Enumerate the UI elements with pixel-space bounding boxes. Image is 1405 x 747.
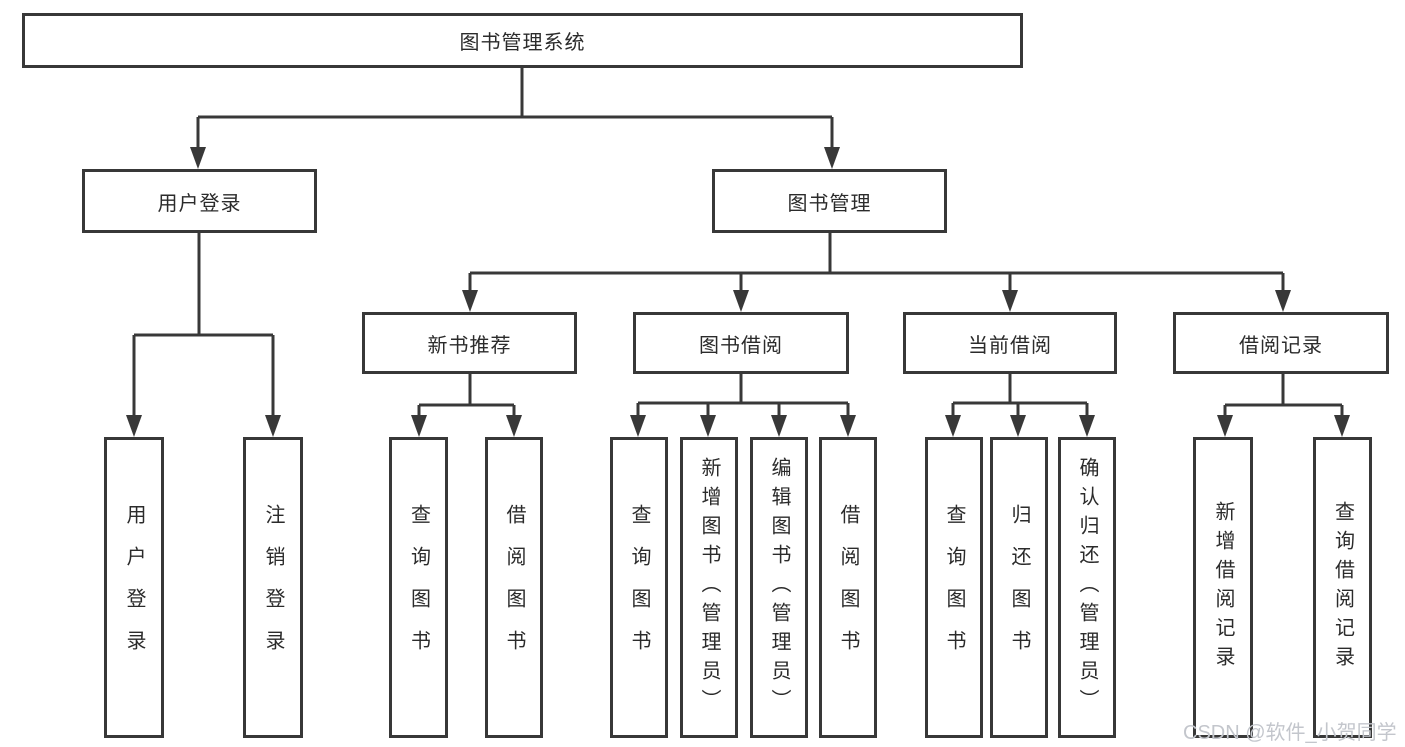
leaf-label: 查询图书 bbox=[628, 503, 650, 672]
leaf-query-books-current: 查询图书 bbox=[925, 437, 983, 738]
leaf-label: 借阅图书 bbox=[503, 503, 525, 672]
leaf-query-borrow-record: 查询借阅记录 bbox=[1313, 437, 1372, 738]
leaf-label: 借阅图书 bbox=[837, 503, 859, 672]
node-label: 图书管理 bbox=[787, 192, 872, 215]
leaf-label: 用户登录 bbox=[123, 503, 145, 672]
leaf-label: 新增借阅记录 bbox=[1212, 500, 1234, 675]
node-new-book-recommend: 新书推荐 bbox=[362, 312, 577, 374]
node-label: 用户登录 bbox=[157, 192, 242, 215]
leaf-label: 新增图书（管理员） bbox=[698, 457, 720, 718]
node-label: 借阅记录 bbox=[1239, 334, 1323, 357]
csdn-watermark: CSDN @软件_小贺同学 bbox=[1183, 722, 1397, 744]
leaf-label: 查询图书 bbox=[943, 503, 965, 672]
node-label: 当前借阅 bbox=[968, 334, 1052, 357]
leaf-label: 注销登录 bbox=[262, 503, 284, 672]
node-label: 新书推荐 bbox=[427, 334, 512, 357]
leaf-borrow-books-recommend: 借阅图书 bbox=[485, 437, 543, 738]
leaf-add-borrow-record: 新增借阅记录 bbox=[1193, 437, 1253, 738]
root-label: 图书管理系统 bbox=[459, 32, 586, 54]
node-current-borrow: 当前借阅 bbox=[903, 312, 1117, 374]
node-borrow-records: 借阅记录 bbox=[1173, 312, 1389, 374]
leaf-query-books-recommend: 查询图书 bbox=[389, 437, 448, 738]
leaf-label: 确认归还（管理员） bbox=[1076, 457, 1098, 718]
node-book-management: 图书管理 bbox=[712, 169, 947, 233]
leaf-user-login: 用户登录 bbox=[104, 437, 164, 738]
leaf-logout: 注销登录 bbox=[243, 437, 303, 738]
leaf-borrow-books: 借阅图书 bbox=[819, 437, 877, 738]
leaf-label: 查询图书 bbox=[407, 503, 430, 672]
leaf-return-books: 归还图书 bbox=[990, 437, 1048, 738]
leaf-query-books-borrow: 查询图书 bbox=[610, 437, 668, 738]
node-root-library-system: 图书管理系统 bbox=[22, 13, 1023, 68]
leaf-label: 查询借阅记录 bbox=[1331, 500, 1354, 675]
leaf-add-books-admin: 新增图书（管理员） bbox=[680, 437, 738, 738]
leaf-label: 编辑图书（管理员） bbox=[768, 457, 790, 718]
node-label: 图书借阅 bbox=[699, 334, 783, 357]
leaf-label: 归还图书 bbox=[1008, 503, 1030, 672]
node-user-login: 用户登录 bbox=[82, 169, 317, 233]
node-book-borrow: 图书借阅 bbox=[633, 312, 849, 374]
leaf-edit-books-admin: 编辑图书（管理员） bbox=[750, 437, 808, 738]
leaf-confirm-return-admin: 确认归还（管理员） bbox=[1058, 437, 1116, 738]
